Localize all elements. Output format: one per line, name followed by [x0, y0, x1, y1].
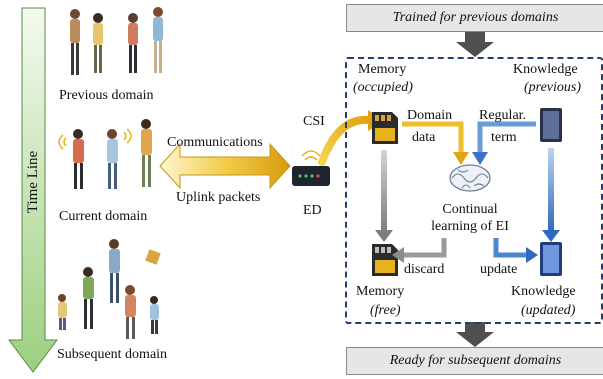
communication-double-arrow: [159, 142, 291, 190]
current-domain-people-illustration: [58, 119, 152, 189]
knowledge-bottom-state: (updated): [521, 303, 576, 318]
regularization-to-learning-arrow: [472, 121, 536, 165]
continual-learning-panel: [345, 57, 603, 324]
communications-label: Communications: [167, 135, 263, 150]
memory-bottom-state: (free): [370, 303, 401, 318]
domain-data-label-line1: Domain: [407, 108, 453, 123]
memory-card-free-icon: [372, 244, 398, 276]
continual-learning-label-line2: learning of EI: [431, 219, 509, 234]
knowledge-book-updated-icon: [540, 242, 562, 276]
memory-top-state: (occupied): [353, 80, 413, 95]
timeline-arrow: [8, 7, 58, 373]
subsequent-domain-people-illustration: [58, 239, 161, 339]
learning-to-knowledge-update-arrow: [493, 238, 538, 263]
top-banner: Trained for previous domains: [346, 4, 603, 32]
knowledge-book-previous-icon: [540, 108, 562, 142]
previous-domain-people-illustration: [70, 7, 163, 75]
bottom-banner: Ready for subsequent domains: [346, 347, 603, 375]
domain-data-to-learning-arrow: [402, 121, 469, 165]
subsequent-domain-label: Subsequent domain: [57, 347, 168, 362]
regularization-label-line1: Regular.: [479, 108, 527, 123]
top-banner-down-arrow: [456, 30, 494, 57]
brain-icon: [449, 164, 491, 192]
memory-top-label: Memory: [358, 62, 407, 77]
current-domain-label: Current domain: [59, 209, 148, 224]
csi-label: CSI: [303, 114, 325, 129]
continual-learning-label-line1: Continual: [442, 202, 498, 217]
knowledge-top-label: Knowledge: [513, 62, 578, 77]
memory-bottom-label: Memory: [356, 284, 405, 299]
previous-domain-label: Previous domain: [59, 88, 154, 103]
knowledge-bottom-label: Knowledge: [511, 284, 576, 299]
discard-label: discard: [404, 262, 445, 277]
regularization-label-line2: term: [491, 130, 517, 145]
learning-to-free-memory-arrow: [392, 238, 447, 263]
memory-card-occupied-icon: [372, 112, 398, 144]
memory-discard-arrow: [375, 150, 393, 242]
knowledge-top-state: (previous): [524, 80, 582, 95]
update-label: update: [480, 262, 518, 277]
edge-device-label: ED: [303, 203, 322, 218]
timeline-label: Time Line: [25, 150, 41, 214]
router-icon: [292, 150, 330, 186]
bottom-banner-down-arrow: [456, 322, 494, 347]
uplink-packets-label: Uplink packets: [176, 190, 261, 205]
knowledge-update-arrow: [542, 148, 560, 242]
domain-data-label-line2: data: [412, 130, 436, 145]
